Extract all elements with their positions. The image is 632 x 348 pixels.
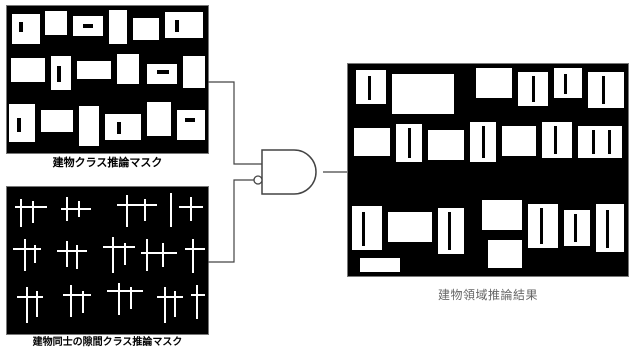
result-caption: 建物領域推論結果	[347, 286, 629, 303]
wire-building-mask	[208, 82, 262, 164]
not-bubble-icon	[254, 176, 262, 184]
and-gate-icon	[262, 150, 316, 194]
result-mask-pattern	[348, 64, 628, 276]
building-region-result-image	[347, 63, 629, 277]
wire-gap-mask	[208, 180, 254, 262]
